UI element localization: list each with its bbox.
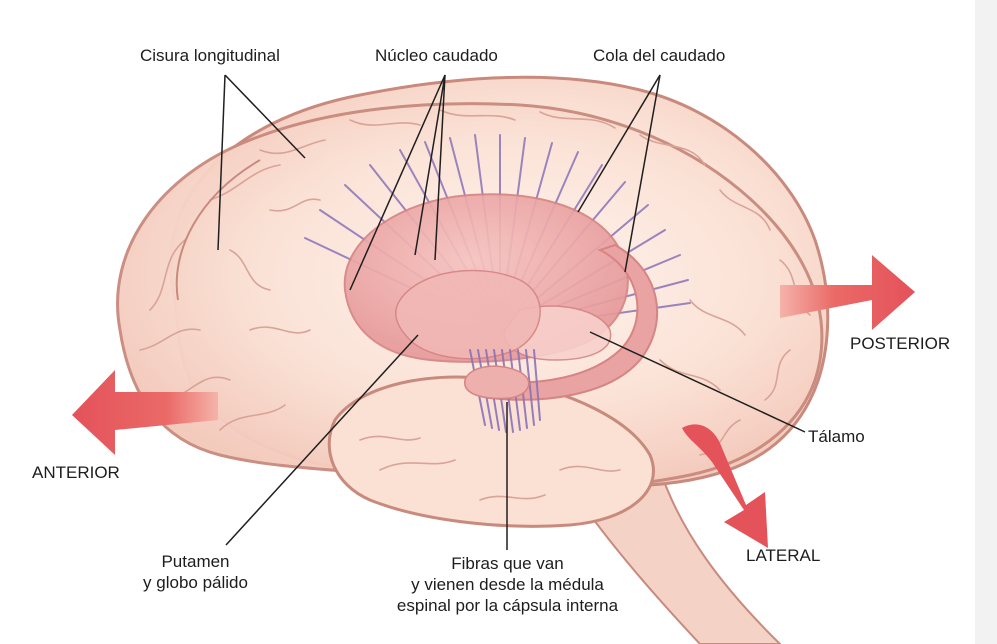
label-talamo: Tálamo [808,426,865,447]
label-nucleo-caudado: Núcleo caudado [375,45,498,66]
label-cisura-longitudinal: Cisura longitudinal [140,45,280,66]
label-putamen: Putamen y globo pálido [118,551,273,593]
fibras-line-3: espinal por la cápsula interna [375,595,640,616]
label-lateral: LATERAL [746,545,820,566]
right-margin [975,0,997,644]
label-cola-del-caudado: Cola del caudado [593,45,725,66]
label-fibras: Fibras que van y vienen desde la médula … [375,553,640,616]
putamen [396,270,540,358]
fibras-line-2: y vienen desde la médula [375,574,640,595]
fibras-line-1: Fibras que van [375,553,640,574]
putamen-line-1: Putamen [118,551,273,572]
putamen-line-2: y globo pálido [118,572,273,593]
label-anterior: ANTERIOR [32,462,120,483]
label-posterior: POSTERIOR [850,333,950,354]
